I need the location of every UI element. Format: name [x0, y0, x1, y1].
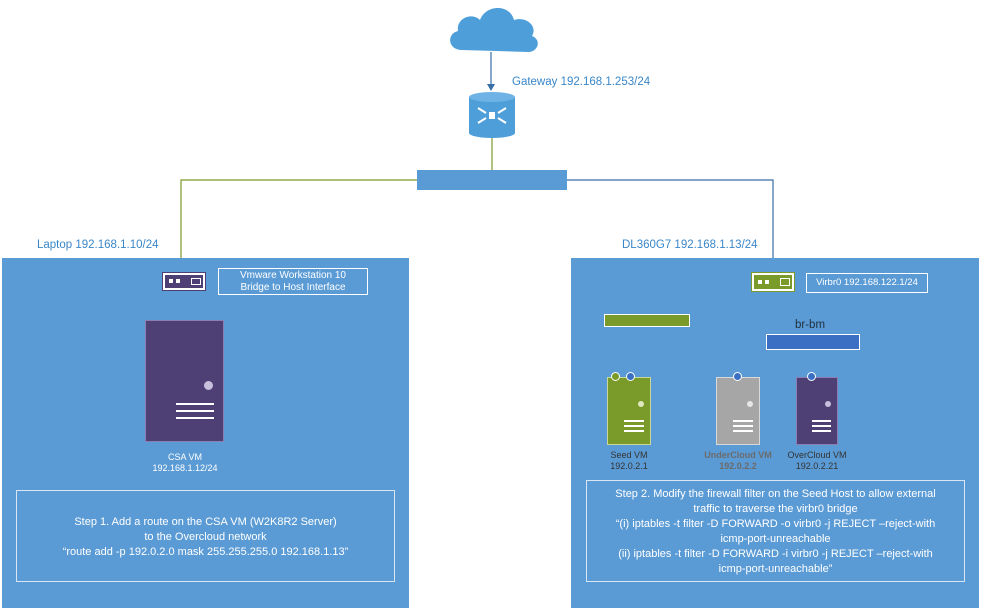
step1-note: Step 1. Add a route on the CSA VM (W2K8R… [16, 490, 395, 582]
step2-note: Step 2. Modify the firewall filter on th… [586, 480, 965, 582]
vmware-bridge-line1: Vmware Workstation 10 [240, 270, 346, 281]
seed-vm-port-green [611, 372, 620, 381]
undercloud-vm-name: UnderCloud VM [704, 450, 772, 460]
overcloud-vm-ip: 192.0.2.21 [795, 461, 839, 471]
step2-line3: “(i) iptables -t filter -D FORWARD -o vi… [615, 518, 936, 530]
seed-vm-port-blue [626, 372, 635, 381]
network-switch [417, 170, 567, 190]
host-network-card-icon [751, 272, 795, 292]
vmware-bridge-line2: Bridge to Host Interface [240, 282, 346, 293]
br-bm-bridge-bar [766, 334, 860, 350]
virbr0-box: Virbr0 192.168.122.1/24 [806, 273, 928, 293]
gateway-label: Gateway 192.168.1.253/24 [512, 76, 651, 88]
virbr0-bridge-bar [604, 314, 690, 327]
step1-line3: “route add -p 192.0.2.0 mask 255.255.255… [62, 546, 349, 558]
host-label: DL360G7 192.168.1.13/24 [622, 239, 758, 251]
laptop-label: Laptop 192.168.1.10/24 [37, 239, 159, 251]
cloud-gateway-arrow [487, 84, 495, 91]
undercloud-vm-port [733, 372, 742, 381]
step1-line1: Step 1. Add a route on the CSA VM (W2K8R… [74, 516, 337, 528]
br-bm-label: br-bm [795, 319, 826, 331]
switch-laptop-link [180, 179, 417, 270]
switch-host-link [567, 179, 774, 272]
overcloud-vm-name: OverCloud VM [787, 450, 847, 460]
step2-line2: traffic to traverse the virbr0 bridge [693, 503, 858, 515]
step2-line5: (ii) iptables -t filter -D FORWARD -i vi… [618, 548, 933, 560]
vmware-bridge-box: Vmware Workstation 10 Bridge to Host Int… [218, 268, 368, 295]
overcloud-vm-port [807, 372, 816, 381]
seed-vm-ip: 192.0.2.1 [610, 461, 648, 471]
step2-line4: icmp-port-unreachable [720, 533, 831, 545]
csa-vm-server-icon [145, 320, 224, 442]
seed-vm-name: Seed VM [610, 450, 648, 460]
csa-vm-name: CSA VM [167, 452, 202, 462]
csa-vm-ip: 192.168.1.12/24 [152, 463, 218, 473]
network-card-icon [162, 272, 206, 291]
seed-vm-server-icon [607, 377, 651, 445]
overcloud-vm-server-icon [796, 377, 838, 445]
undercloud-vm-ip: 192.0.2.2 [719, 461, 757, 471]
step2-line6: icmp-port-unreachable” [718, 563, 833, 575]
undercloud-vm-server-icon [716, 377, 760, 445]
step2-line1: Step 2. Modify the firewall filter on th… [615, 488, 936, 500]
step1-line2: to the Overcloud network [144, 531, 267, 543]
